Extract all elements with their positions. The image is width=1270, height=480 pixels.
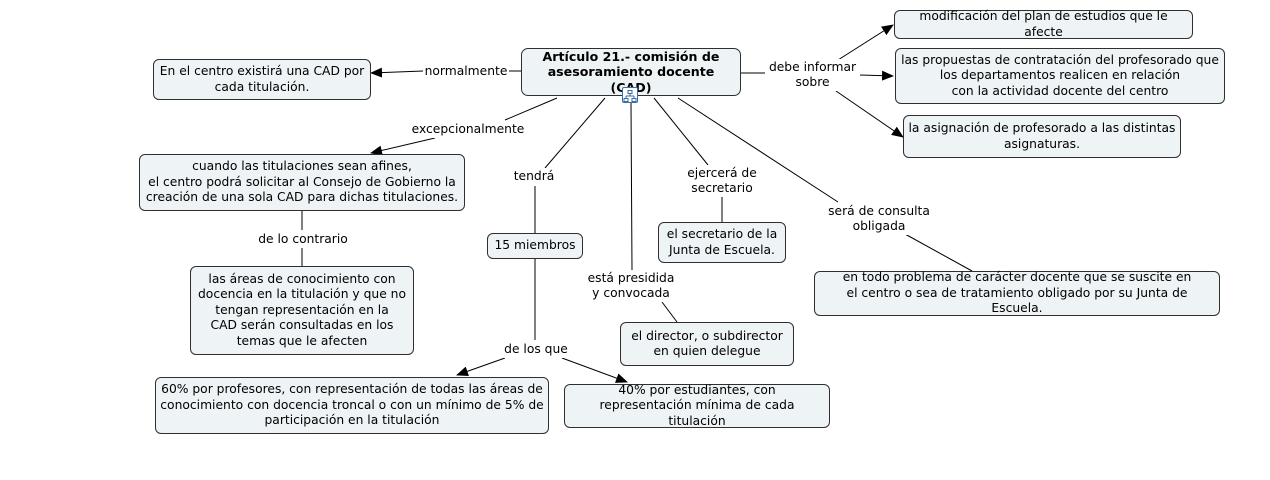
node-asignacion-profesorado[interactable]: la asignación de profesorado a las disti… (903, 115, 1181, 158)
node-titulaciones-afines[interactable]: cuando las titulaciones sean afines, el … (139, 154, 465, 211)
connector-informar-propuestas (859, 70, 894, 81)
node-sesenta-profesores[interactable]: 60% por profesores, con representación d… (155, 377, 549, 434)
link-label-ejercera: ejercerá de secretario (682, 165, 762, 197)
connector-excepcionalmente-out (370, 137, 436, 156)
link-label-presidida: está presidida y convocada (583, 270, 679, 302)
link-label-excepcionalmente: excepcionalmente (410, 121, 526, 138)
node-areas-conocimiento[interactable]: las áreas de conocimiento con docencia e… (190, 266, 414, 355)
node-quince-miembros[interactable]: 15 miembros (487, 233, 583, 259)
connector-normalmente-out (370, 67, 424, 78)
connector-delosque-60 (456, 357, 506, 377)
node-modificacion-plan[interactable]: modificación del plan de estudios que le… (894, 9, 1193, 39)
node-problema-docente[interactable]: en todo problema de carácter docente que… (814, 270, 1220, 316)
connector-consulta-in (677, 97, 839, 203)
node-cad-per-titulacion[interactable]: En el centro existirá una CAD por cada t… (153, 59, 371, 100)
link-label-sera-consulta: será de consulta obligada (820, 203, 938, 235)
node-director[interactable]: el director, o subdirector en quien dele… (620, 322, 794, 366)
connector-ejercera-in (653, 97, 709, 166)
node-secretario-junta[interactable]: el secretario de la Junta de Escuela. (658, 222, 786, 263)
link-label-debe-informar: debe informar sobre (765, 59, 860, 91)
connector-consulta-out (904, 233, 973, 272)
connector-delosque-40 (561, 357, 628, 383)
connector-tendra-in (544, 97, 606, 169)
node-propuestas-contratacion[interactable]: las propuestas de contratación del profe… (895, 48, 1225, 104)
node-cuarenta-estudiantes[interactable]: 40% por estudiantes, con representación … (564, 383, 830, 428)
concept-map-icon[interactable] (622, 87, 638, 103)
connector-presidida-in (630, 102, 633, 271)
connector-excepcionalmente-in (504, 97, 558, 121)
connector-presidida-out (661, 301, 678, 323)
link-label-normalmente: normalmente (423, 63, 509, 80)
link-label-de-lo-contrario: de lo contrario (251, 231, 355, 248)
connector-informar-modificacion (837, 24, 894, 61)
connector-informar-asignacion (835, 90, 904, 138)
link-label-de-los-que: de los que (500, 341, 572, 358)
link-label-tendra: tendrá (510, 168, 558, 185)
